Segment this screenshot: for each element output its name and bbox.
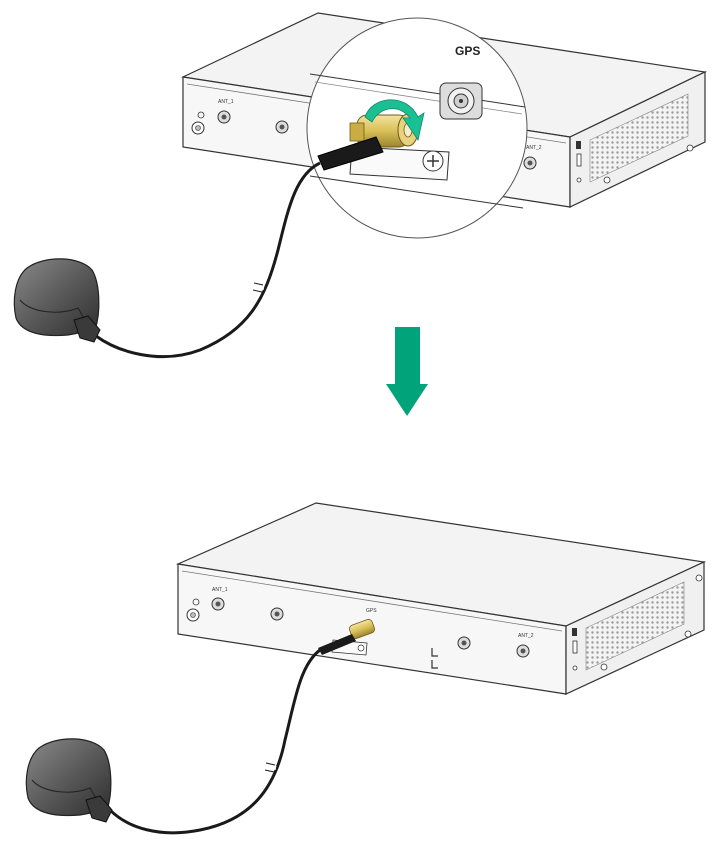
gps-port-label: GPS <box>455 44 480 58</box>
gps-antenna-icon <box>13 258 101 343</box>
chassis-bottom: ANT_1 GPS ANT_2 <box>175 502 707 695</box>
lock-slot-bottom <box>572 628 577 636</box>
vent-grille-bottom <box>585 581 685 671</box>
ant1-port[interactable] <box>217 110 231 124</box>
ground-screw <box>191 111 205 135</box>
led-marks <box>431 648 438 669</box>
port-4-bottom <box>457 636 471 650</box>
gps-label-bottom: GPS <box>366 608 377 614</box>
ant2-label: ANT_2 <box>526 145 542 151</box>
port-2-bottom <box>270 607 284 621</box>
ant1-label: ANT_1 <box>218 99 234 105</box>
ant2-label-bottom: ANT_2 <box>518 633 534 639</box>
vent-grille <box>589 93 689 183</box>
ant2-port-bottom[interactable] <box>516 644 530 658</box>
ant1-label-bottom: ANT_1 <box>212 587 228 593</box>
lock-slot <box>576 141 581 149</box>
port-2 <box>275 120 289 134</box>
status-led <box>576 153 582 167</box>
antenna-cable-bottom <box>108 648 321 835</box>
cable-plug <box>317 136 384 171</box>
mounting-plate <box>349 146 450 181</box>
gps-antenna-bottom-icon <box>25 738 113 823</box>
gps-port-zoom-callout: GPS <box>306 17 528 239</box>
gps-port-unused <box>439 82 483 120</box>
down-arrow-icon <box>386 327 428 416</box>
ant2-port[interactable] <box>523 156 537 170</box>
ant1-port-bottom[interactable] <box>211 597 225 611</box>
rotate-clockwise-icon <box>364 99 425 141</box>
ground-screw-bottom <box>186 598 200 622</box>
status-led-bottom <box>572 640 578 654</box>
screw-icon <box>427 155 439 167</box>
antenna-cable-top <box>95 161 321 359</box>
gps-connector-installed[interactable] <box>318 618 376 656</box>
